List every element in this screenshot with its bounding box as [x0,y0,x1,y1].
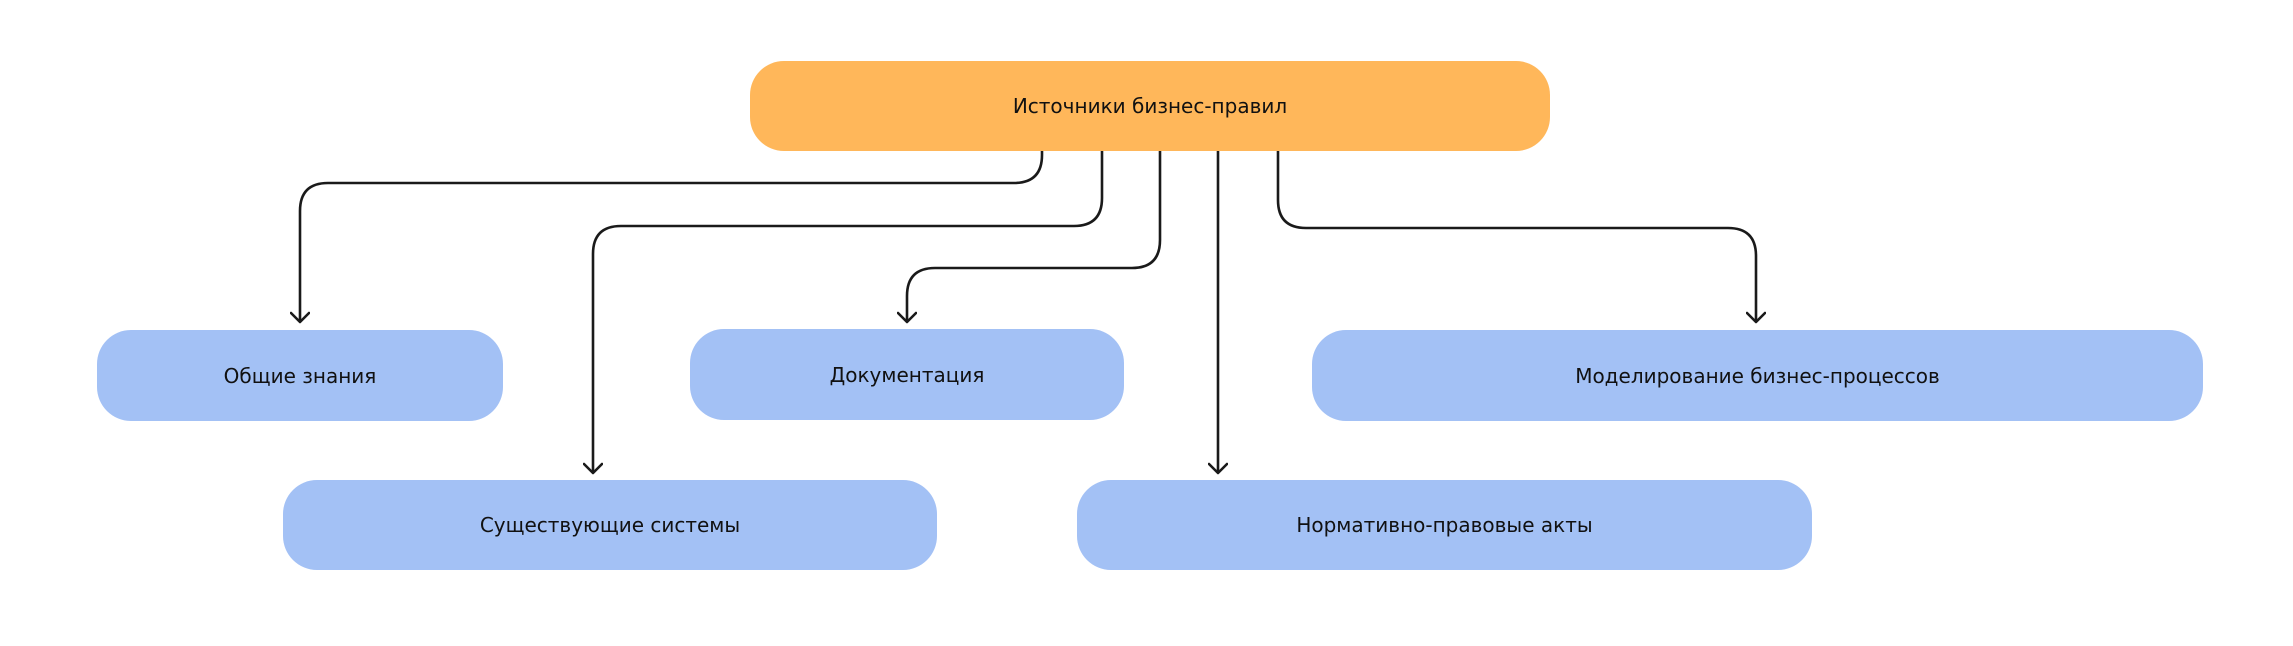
connector-root-to-existing-systems [593,151,1104,473]
node-general-knowledge: Общие знания [97,330,503,421]
node-regulatory-acts: Нормативно-правовые акты [1077,480,1812,570]
node-existing-systems: Существующие системы [283,480,937,570]
node-business-process-modeling: Моделирование бизнес-процессов [1312,330,2203,421]
root-node-business-rule-sources: Источники бизнес-правил [750,61,1550,151]
connector-root-to-general-knowledge [300,151,1044,322]
node-documentation: Документация [690,329,1124,420]
connector-root-to-business-process-modeling [1276,151,1756,322]
connector-root-to-documentation [907,151,1162,322]
